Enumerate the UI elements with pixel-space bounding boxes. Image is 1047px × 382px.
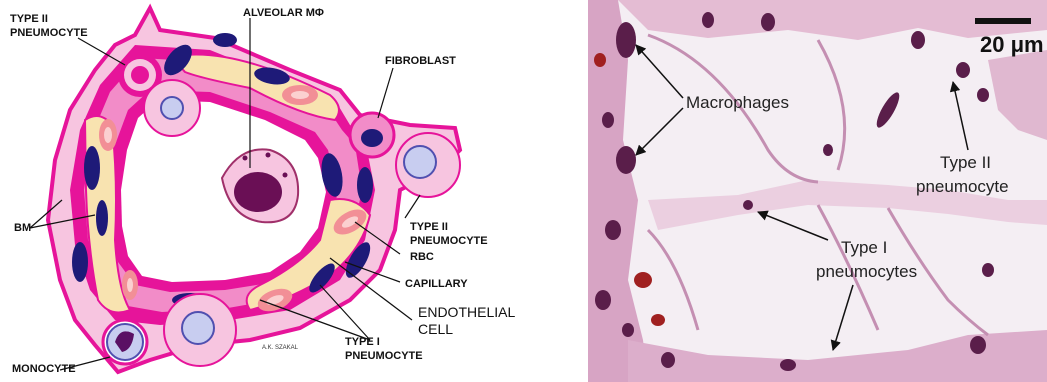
alveolus-diagram: TYPE II PNEUMOCYTE ALVEOLAR MΦ FIBROBLAS… [0, 0, 585, 382]
label-type1-1: Type I [841, 238, 887, 257]
label-endothelial-2: CELL [418, 321, 453, 337]
label-macrophages: Macrophages [686, 93, 789, 112]
label-type2-right-2: PNEUMOCYTE [410, 235, 488, 247]
type2-cell-inner [144, 80, 200, 136]
label-monocyte: MONOCYTE [12, 363, 76, 375]
label-alveolar-macrophage: ALVEOLAR MΦ [243, 7, 324, 19]
label-endothelial-1: ENDOTHELIAL [418, 304, 515, 320]
scale-bar-label: 20 μm [980, 32, 1044, 57]
label-type1-1: TYPE I [345, 336, 380, 348]
fibroblast-cell [350, 113, 394, 157]
alveolus-diagram-panel: TYPE II PNEUMOCYTE ALVEOLAR MΦ FIBROBLAS… [0, 0, 585, 382]
rbc [282, 85, 318, 105]
label-type1-2: pneumocytes [816, 262, 917, 281]
type2-cell-right [396, 133, 460, 197]
label-bm: BM [14, 222, 31, 234]
label-capillary: CAPILLARY [405, 278, 468, 290]
scale-bar [975, 18, 1031, 24]
label-author: A.K. SZAKAL [262, 345, 299, 351]
label-type2-right-1: TYPE II [410, 221, 448, 233]
label-type2-2: pneumocyte [916, 177, 1009, 196]
label-rbc: RBC [410, 251, 434, 263]
label-type2-1: Type II [940, 153, 991, 172]
micrograph-panel: 20 μm Macrophages Type II pneumocyte Typ… [588, 0, 1047, 382]
label-type1-2: PNEUMOCYTE [345, 350, 423, 362]
type2-cell-bottom [164, 294, 236, 366]
label-fibroblast: FIBROBLAST [385, 55, 456, 67]
rbc [99, 119, 117, 151]
micrograph: 20 μm Macrophages Type II pneumocyte Typ… [588, 0, 1047, 382]
rbc [122, 270, 138, 300]
label-type2-top-2: PNEUMOCYTE [10, 27, 88, 39]
label-type2-top-1: TYPE II [10, 13, 48, 25]
